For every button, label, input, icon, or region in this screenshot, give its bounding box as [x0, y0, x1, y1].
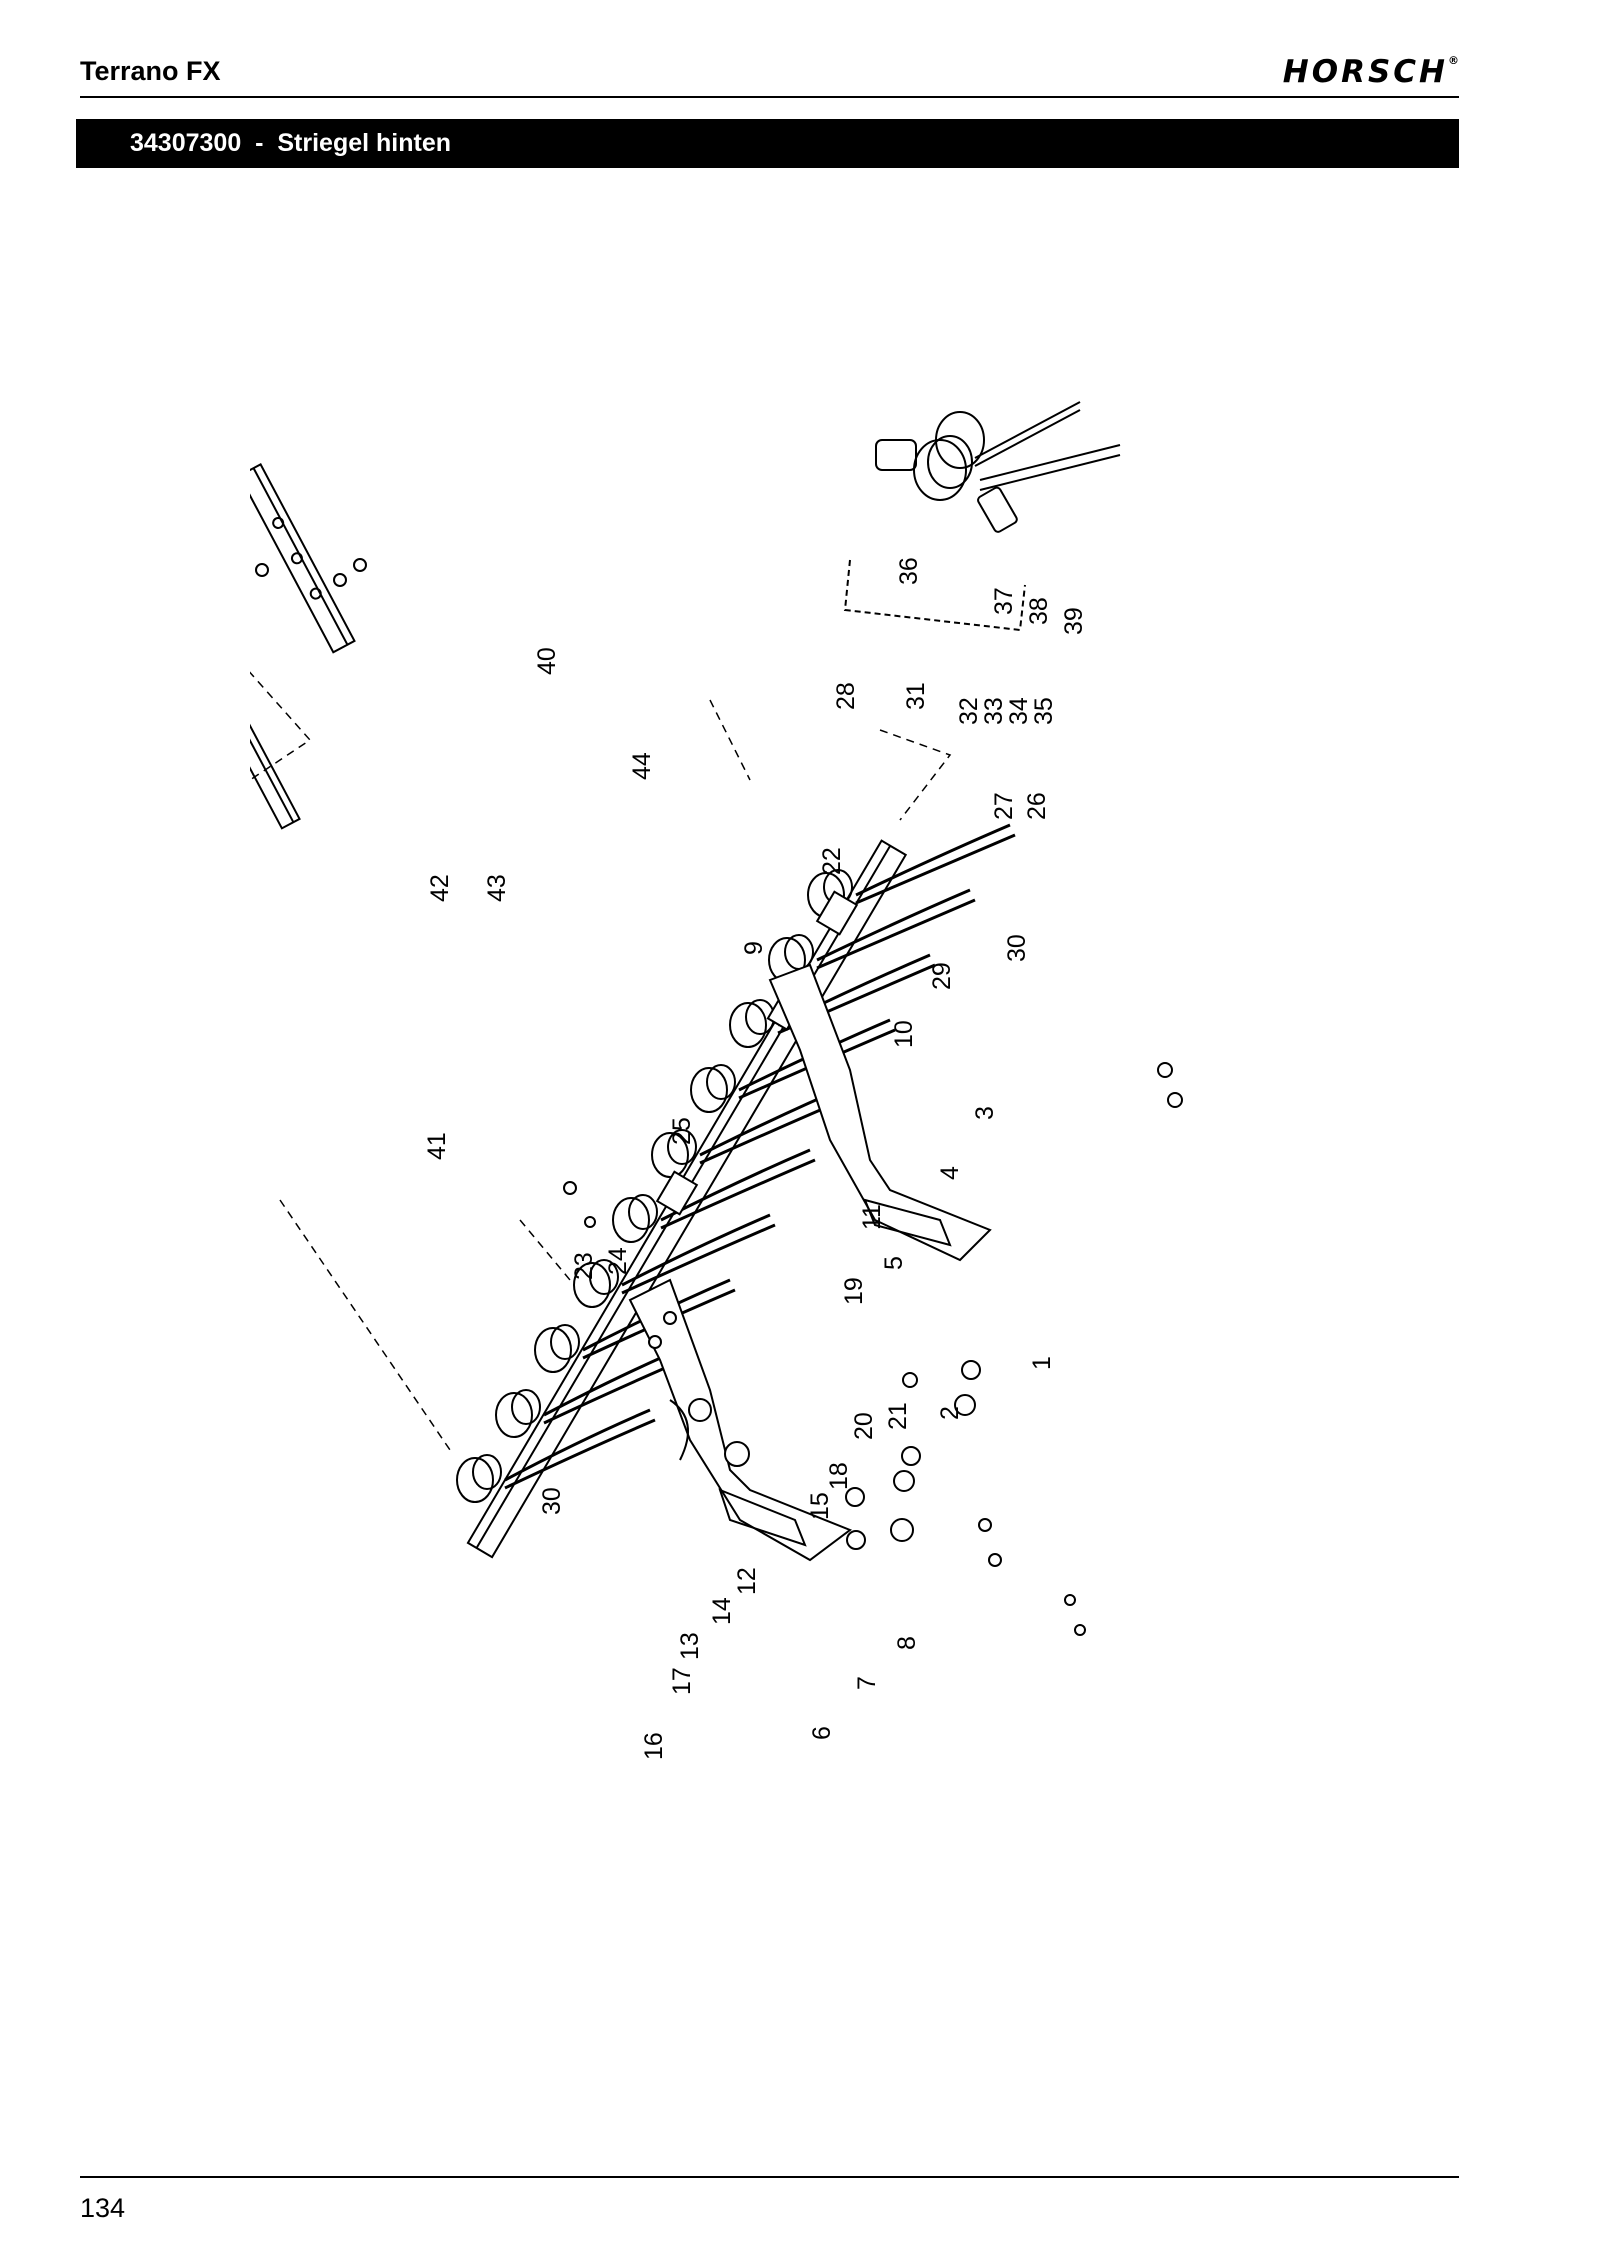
callout-12: 12 — [733, 1567, 761, 1595]
rake-detail — [843, 401, 1121, 632]
callout-3: 3 — [971, 1106, 999, 1120]
callout-42: 42 — [426, 874, 454, 902]
callout-30: 30 — [1003, 934, 1031, 962]
callout-33: 33 — [980, 697, 1008, 725]
callout-15: 15 — [806, 1492, 834, 1520]
callout-43: 43 — [483, 874, 511, 902]
callout-2: 2 — [936, 1406, 964, 1420]
callout-20: 20 — [850, 1412, 878, 1440]
section-bar: 34307300 - Striegel hinten — [76, 119, 1459, 168]
tube-part-41 — [250, 693, 301, 830]
callout-23: 23 — [570, 1252, 598, 1280]
callout-8: 8 — [893, 1636, 921, 1650]
relation-lines — [250, 671, 952, 1451]
callout-17: 17 — [668, 1667, 696, 1695]
callout-18: 18 — [825, 1462, 853, 1490]
exploded-parts-drawing: 1 2 3 4 5 6 7 8 9 10 11 12 13 14 15 16 1… — [250, 401, 1183, 1760]
part-number: 34307300 — [130, 129, 242, 157]
callout-32: 32 — [955, 697, 983, 725]
page-number: 134 — [80, 2193, 126, 2223]
callout-19: 19 — [840, 1277, 868, 1305]
callout-36: 36 — [895, 557, 923, 585]
callout-4: 4 — [936, 1166, 964, 1180]
callout-40: 40 — [533, 647, 561, 675]
separator: - — [255, 129, 264, 157]
callout-35: 35 — [1030, 697, 1058, 725]
tine-coils — [456, 869, 853, 1503]
fasteners — [255, 558, 1183, 1636]
callout-29: 29 — [928, 962, 956, 990]
horsch-logo: HORSCH® — [1283, 54, 1462, 90]
footer-rule — [80, 2176, 1459, 2178]
callout-41: 41 — [423, 1132, 451, 1160]
callout-39: 39 — [1060, 607, 1088, 635]
callout-34: 34 — [1005, 697, 1033, 725]
section-name: Striegel hinten — [277, 129, 452, 157]
callout-31: 31 — [902, 682, 930, 710]
page-title: Terrano FX — [80, 56, 221, 86]
callout-30b: 30 — [538, 1487, 566, 1515]
callout-44: 44 — [628, 752, 656, 780]
callout-10: 10 — [890, 1020, 918, 1048]
callout-11: 11 — [858, 1204, 886, 1230]
callout-27: 27 — [990, 792, 1018, 820]
callout-22: 22 — [818, 847, 846, 875]
callout-24: 24 — [604, 1247, 632, 1275]
header-rule — [80, 96, 1459, 98]
callout-5: 5 — [880, 1256, 908, 1270]
callout-13: 13 — [676, 1632, 704, 1660]
callout-28: 28 — [832, 682, 860, 710]
callout-38: 38 — [1025, 597, 1053, 625]
tube-part-40 — [250, 463, 356, 654]
arm-assembly-right — [768, 963, 992, 1262]
logo-text: HORSCH — [1282, 54, 1448, 90]
callout-26: 26 — [1023, 792, 1051, 820]
callout-21: 21 — [884, 1402, 912, 1430]
registered-mark: ® — [1448, 54, 1462, 67]
callout-9: 9 — [740, 941, 768, 955]
callout-37: 37 — [990, 587, 1018, 615]
callout-25: 25 — [668, 1117, 696, 1145]
callout-6: 6 — [808, 1726, 836, 1740]
callout-16: 16 — [640, 1732, 668, 1760]
callout-14: 14 — [708, 1597, 736, 1625]
callout-7: 7 — [853, 1676, 881, 1690]
callout-1: 1 — [1028, 1356, 1056, 1370]
callout-labels: 1 2 3 4 5 6 7 8 9 10 11 12 13 14 15 16 1… — [423, 557, 1088, 1760]
arm-assembly-left — [628, 1278, 853, 1562]
